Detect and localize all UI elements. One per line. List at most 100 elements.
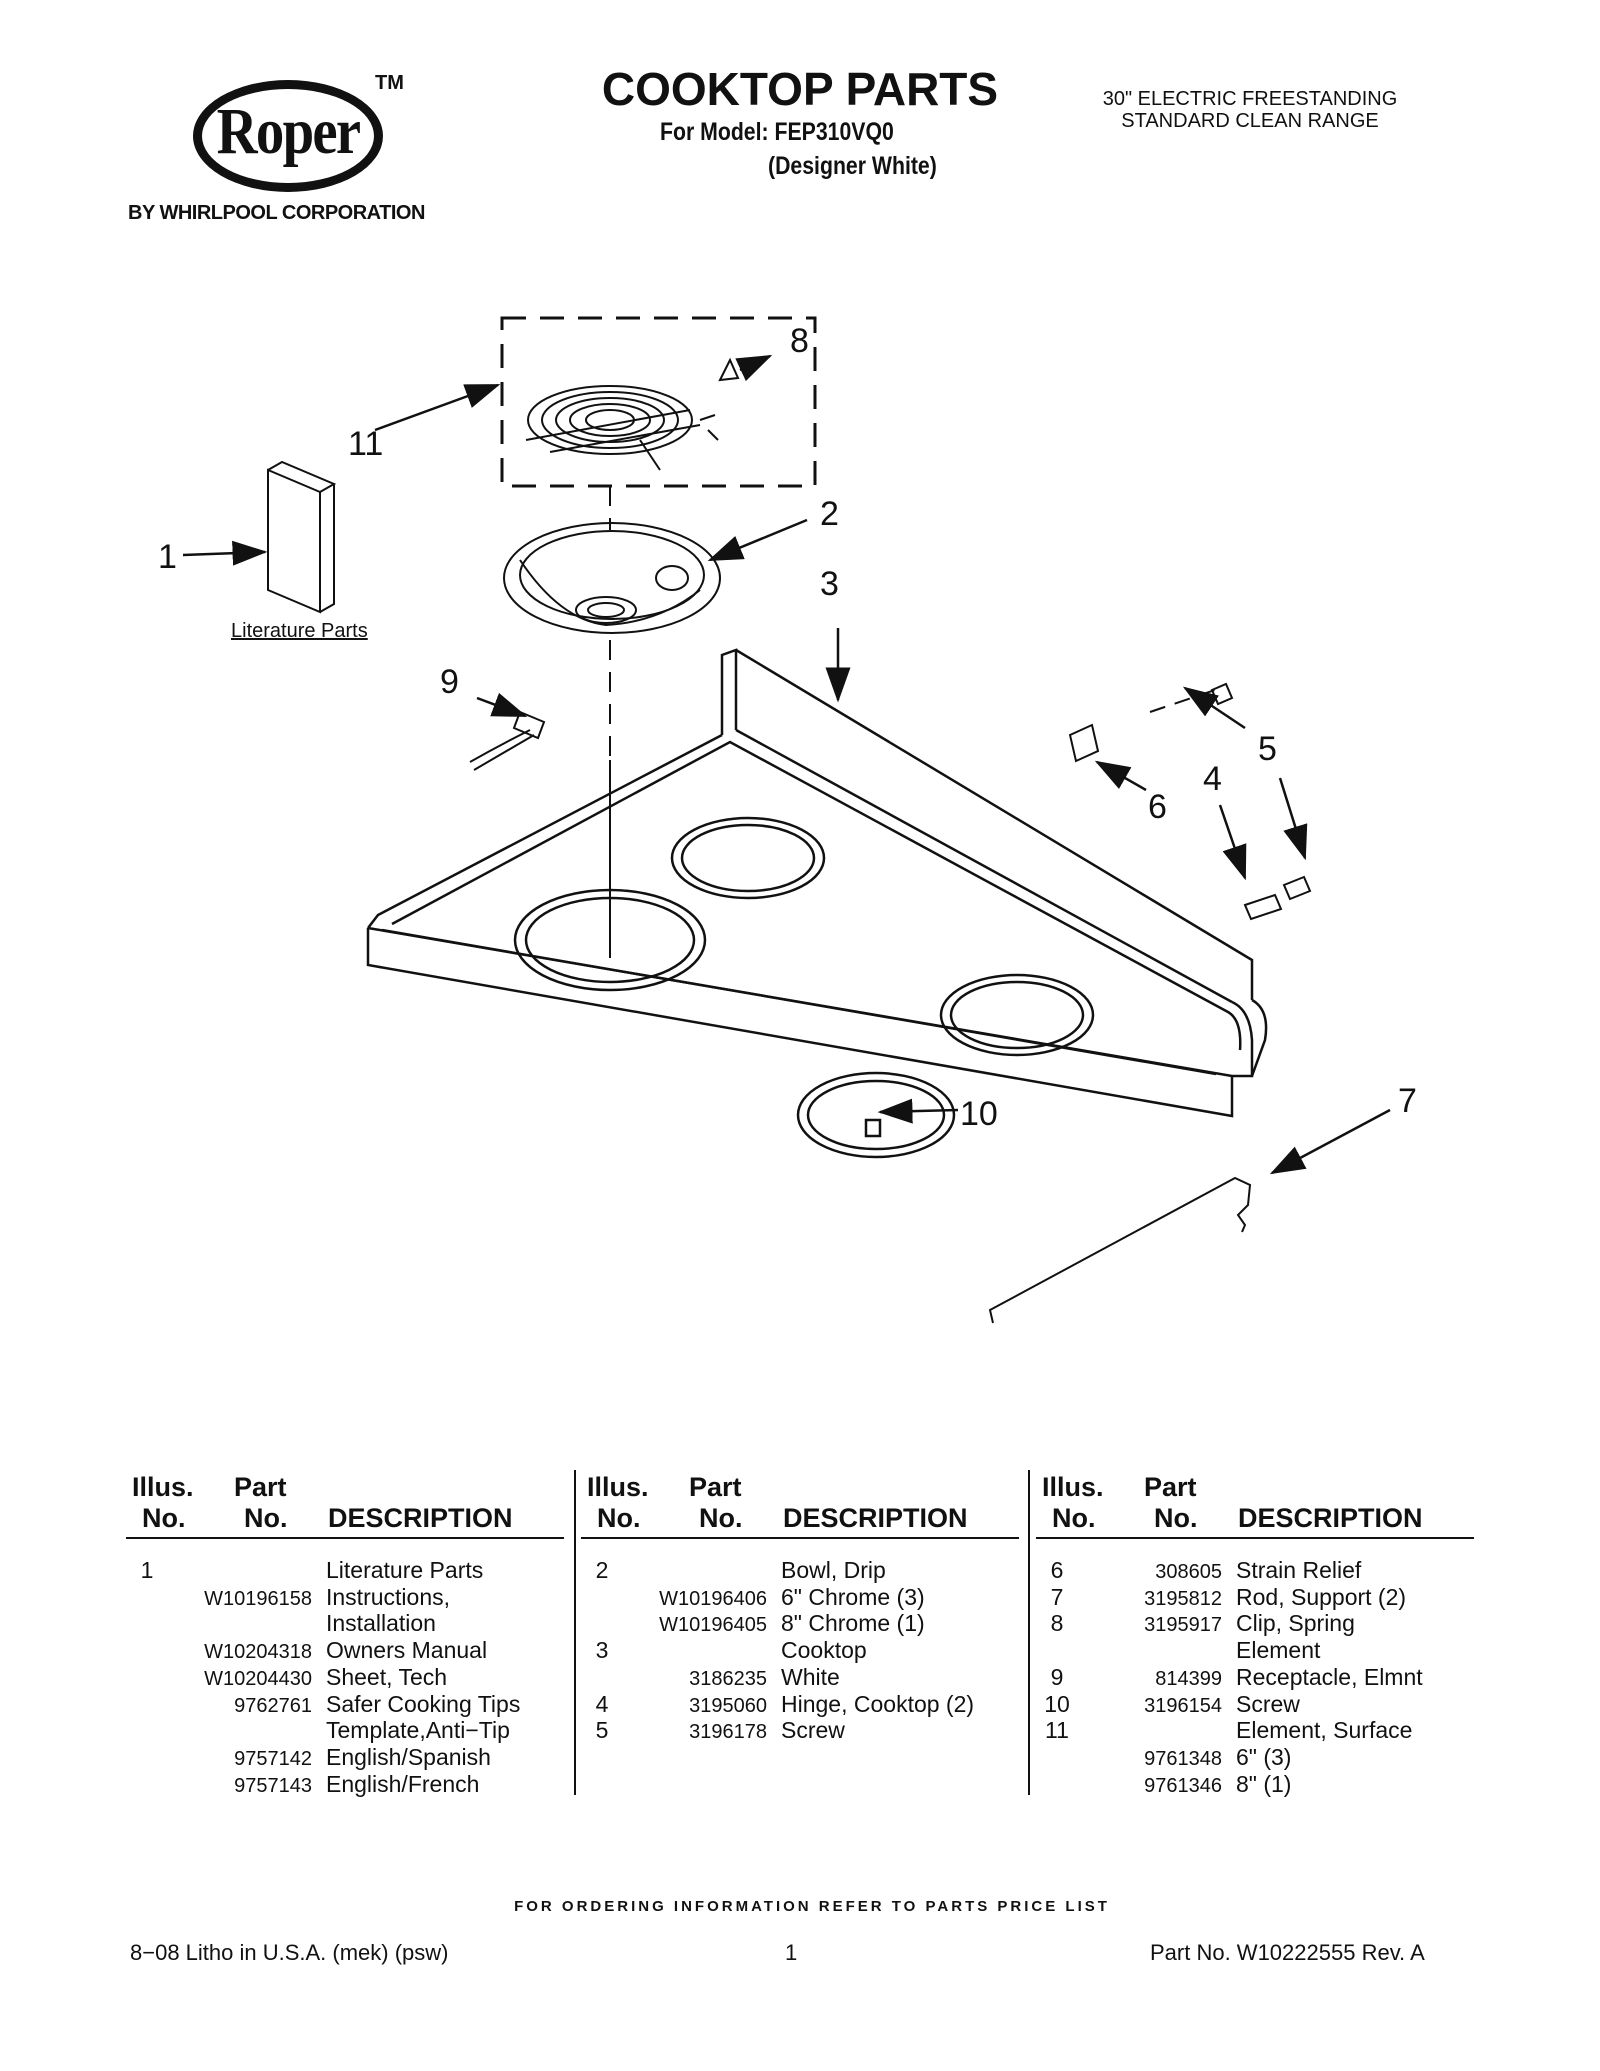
header-illus: Illus. <box>587 1472 649 1502</box>
part-number: 3195917 <box>1144 1614 1222 1637</box>
part-number: 9761346 <box>1144 1774 1222 1797</box>
header-part-no: No. <box>1154 1503 1198 1533</box>
part-number: 3196154 <box>1144 1694 1222 1717</box>
logo-oval <box>193 80 383 192</box>
range-type-line1: 30" ELECTRIC FREESTANDING <box>1102 88 1398 110</box>
brand-subtitle: BY WHIRLPOOL CORPORATION <box>128 202 425 224</box>
part-description: Receptacle, Elmnt <box>1236 1663 1423 1690</box>
part-number: W10204430 <box>204 1667 312 1690</box>
part-number: 9762761 <box>234 1694 312 1717</box>
illus-number: 1 <box>140 1557 154 1583</box>
part-number: 308605 <box>1155 1561 1222 1583</box>
document-part-number: Part No. W10222555 Rev. A <box>1150 1940 1425 1965</box>
part-number: 9757142 <box>234 1747 312 1770</box>
cooktop-drawing <box>366 648 1268 1159</box>
part-description: White <box>781 1663 840 1690</box>
table-row: 3186235 White <box>585 1664 1025 1691</box>
callout-8: 8 <box>790 322 809 360</box>
part-description: Rod, Support (2) <box>1236 1583 1407 1610</box>
part-description: Clip, Spring <box>1236 1610 1355 1637</box>
header-illus: Illus. <box>1042 1472 1104 1502</box>
table-row: 8 3195917 Clip, Spring <box>1040 1610 1480 1637</box>
print-info: 8−08 Litho in U.S.A. (mek) (psw) <box>130 1940 449 1965</box>
part-description: Hinge, Cooktop (2) <box>781 1690 975 1717</box>
callout-3: 3 <box>820 565 839 603</box>
part-number: 3195060 <box>689 1694 767 1717</box>
part-number: W10204318 <box>204 1641 312 1664</box>
callout-4: 4 <box>1203 760 1222 798</box>
header-part-no: No. <box>244 1503 288 1533</box>
leader-arrows <box>182 354 1391 1175</box>
illus-number: 3 <box>595 1637 609 1664</box>
part-description: Screw <box>1236 1690 1300 1717</box>
logo-wordmark: Roper <box>216 95 361 168</box>
part-description: Safer Cooking Tips <box>326 1690 521 1717</box>
part-description: Screw <box>781 1717 845 1744</box>
roper-logo: Roper TM <box>185 70 485 230</box>
hinge-hardware-drawing <box>1068 682 1312 921</box>
table-row: Template,Anti−Tip <box>130 1717 570 1744</box>
part-number: 3186235 <box>689 1667 767 1690</box>
part-description: Sheet, Tech <box>326 1663 448 1690</box>
column-divider <box>574 1470 576 1795</box>
header-illus-no: No. <box>597 1503 641 1533</box>
table-row: 9757142 English/Spanish <box>130 1744 570 1771</box>
illus-number: 11 <box>1045 1717 1069 1744</box>
table-row: W10204318 Owners Manual <box>130 1637 570 1664</box>
callout-6: 6 <box>1148 788 1167 826</box>
page-number: 1 <box>785 1940 798 1965</box>
table-row: W10196406 6" Chrome (3) <box>585 1584 1025 1611</box>
callout-9: 9 <box>440 663 459 701</box>
literature-parts-label: Literature Parts <box>231 620 368 642</box>
part-number: 3195812 <box>1144 1587 1222 1610</box>
callout-1: 1 <box>158 538 177 576</box>
header-part: Part <box>689 1472 742 1502</box>
part-description: Installation <box>326 1610 436 1637</box>
page-title: COOKTOP PARTS <box>601 63 999 115</box>
table-row: Installation <box>130 1610 570 1637</box>
illus-number: 10 <box>1044 1690 1070 1717</box>
table-row: 11 Element, Surface <box>1040 1717 1480 1744</box>
header-part: Part <box>1144 1472 1197 1502</box>
callout-2: 2 <box>820 495 839 533</box>
range-type-line2: STANDARD CLEAN RANGE <box>1121 110 1379 132</box>
table-row: 10 3196154 Screw <box>1040 1691 1480 1718</box>
exploded-parts-diagram: 8 11 1 2 3 9 5 4 6 7 10 <box>158 316 1417 1324</box>
callout-10: 10 <box>960 1095 998 1133</box>
header-illus-no: No. <box>1052 1503 1096 1533</box>
callout-7: 7 <box>1398 1082 1417 1120</box>
header-illus-no: No. <box>142 1503 186 1533</box>
part-description: Template,Anti−Tip <box>326 1717 510 1744</box>
header-part-no: No. <box>699 1503 743 1533</box>
header-rule <box>1036 1537 1474 1539</box>
model-color: (Designer White) <box>768 152 937 180</box>
table-row: Element <box>1040 1637 1480 1664</box>
header-description: DESCRIPTION <box>783 1503 968 1533</box>
illus-number: 8 <box>1050 1610 1064 1637</box>
part-description: English/Spanish <box>326 1743 491 1770</box>
illus-number: 5 <box>595 1717 609 1744</box>
receptacle-drawing <box>469 710 546 771</box>
model-number: For Model: FEP310VQ0 <box>660 118 894 146</box>
illus-number: 9 <box>1050 1663 1064 1690</box>
part-number: W10196158 <box>204 1587 312 1610</box>
header-description: DESCRIPTION <box>328 1503 513 1533</box>
part-number: W10196405 <box>659 1614 767 1637</box>
part-number: W10196406 <box>659 1587 767 1610</box>
part-number: 9761348 <box>1144 1747 1222 1770</box>
header-part: Part <box>234 1472 287 1502</box>
part-description: Element, Surface <box>1236 1717 1413 1744</box>
part-description: 6" Chrome (3) <box>781 1583 925 1610</box>
part-description: Owners Manual <box>326 1637 488 1664</box>
surface-element-drawing <box>525 357 740 471</box>
